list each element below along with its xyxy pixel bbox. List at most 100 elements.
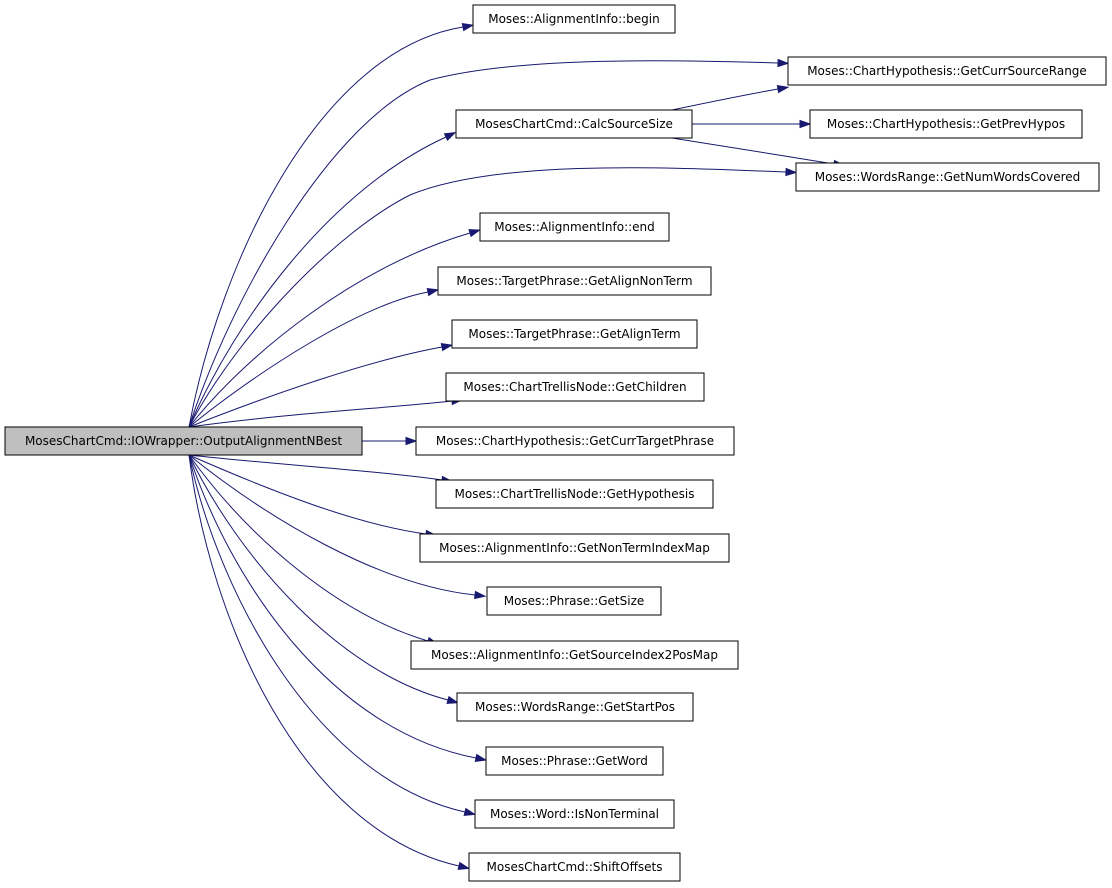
node-srcidx[interactable]: Moses::AlignmentInfo::GetSourceIndex2Pos… (410, 640, 739, 670)
edge-line (671, 88, 779, 111)
edge-root-to-n_startpos (188, 454, 460, 704)
edge-line (188, 454, 476, 596)
nodes-layer: MosesChartCmd::IOWrapper::OutputAlignmen… (4, 4, 1107, 882)
node-alignnonterm[interactable]: Moses::TargetPhrase::GetAlignNonTerm (437, 266, 712, 296)
node-alignterm[interactable]: Moses::TargetPhrase::GetAlignTerm (451, 319, 698, 349)
node-label: Moses::TargetPhrase::GetAlignTerm (468, 327, 680, 341)
edge-line (188, 454, 443, 481)
node-gethyp[interactable]: Moses::ChartTrellisNode::GetHypothesis (435, 479, 714, 509)
edge-root-to-n_calc (188, 132, 457, 428)
edge-line (188, 291, 429, 428)
node-box[interactable] (419, 533, 730, 563)
node-box[interactable] (456, 692, 694, 722)
node-box[interactable] (809, 109, 1083, 139)
node-box[interactable] (474, 799, 675, 829)
node-label: Moses::AlignmentInfo::begin (488, 12, 660, 26)
edge-root-to-n_nontermidx (188, 454, 438, 539)
node-label: Moses::ChartHypothesis::GetPrevHypos (827, 117, 1065, 131)
edge-n_calc-to-n_currsrc (671, 84, 790, 111)
node-prevhypos[interactable]: Moses::ChartHypothesis::GetPrevHypos (809, 109, 1083, 139)
node-label: Moses::WordsRange::GetNumWordsCovered (815, 170, 1081, 184)
node-box[interactable] (451, 319, 698, 349)
edge-root-to-n_alignterm (188, 342, 454, 428)
node-box[interactable] (472, 4, 676, 34)
node-startpos[interactable]: Moses::WordsRange::GetStartPos (456, 692, 694, 722)
node-calc[interactable]: MosesChartCmd::CalcSourceSize (455, 109, 693, 139)
root-node[interactable]: MosesChartCmd::IOWrapper::OutputAlignmen… (4, 426, 363, 456)
edge-root-to-n_currtarget (362, 436, 418, 446)
edge-line (188, 400, 453, 428)
edge-root-to-n_getsize (188, 454, 487, 600)
arrowhead (785, 167, 798, 177)
edge-root-to-n_gethyp (188, 454, 454, 485)
node-begin[interactable]: Moses::AlignmentInfo::begin (472, 4, 676, 34)
edge-root-to-n_begin (188, 22, 475, 428)
node-box[interactable] (468, 852, 681, 882)
node-currtarget[interactable]: Moses::ChartHypothesis::GetCurrTargetPhr… (415, 426, 735, 456)
node-label: Moses::ChartHypothesis::GetCurrTargetPhr… (436, 434, 714, 448)
node-box[interactable] (4, 426, 363, 456)
node-box[interactable] (415, 426, 735, 456)
edge-line (188, 136, 447, 428)
node-box[interactable] (479, 212, 670, 242)
node-label: Moses::ChartHypothesis::GetCurrSourceRan… (807, 64, 1087, 78)
node-getsize[interactable]: Moses::Phrase::GetSize (486, 586, 662, 616)
node-label: Moses::Phrase::GetWord (501, 754, 648, 768)
node-box[interactable] (455, 109, 693, 139)
arrowhead (799, 119, 812, 129)
edge-line (188, 454, 427, 535)
node-label: Moses::ChartTrellisNode::GetHypothesis (455, 487, 695, 501)
edge-line (671, 137, 835, 165)
node-box[interactable] (410, 640, 739, 670)
edge-line (188, 454, 460, 867)
arrowhead (468, 229, 482, 238)
edge-line (188, 26, 464, 428)
node-isnonterm[interactable]: Moses::Word::IsNonTerminal (474, 799, 675, 829)
edges-layer (188, 22, 846, 870)
edge-root-to-n_getword (188, 454, 488, 763)
edge-n_calc-to-n_prevhypos (692, 119, 812, 129)
node-box[interactable] (486, 586, 662, 616)
node-box[interactable] (787, 56, 1107, 86)
edge-line (188, 454, 477, 759)
node-box[interactable] (437, 266, 712, 296)
node-box[interactable] (435, 479, 714, 509)
node-numwords[interactable]: Moses::WordsRange::GetNumWordsCovered (795, 162, 1100, 192)
node-box[interactable] (485, 746, 664, 776)
node-label: Moses::Phrase::GetSize (504, 594, 645, 608)
edge-line (188, 232, 471, 428)
arrowhead (473, 590, 487, 600)
node-end[interactable]: Moses::AlignmentInfo::end (479, 212, 670, 242)
node-getword[interactable]: Moses::Phrase::GetWord (485, 746, 664, 776)
node-label: Moses::AlignmentInfo::GetNonTermIndexMap (439, 541, 710, 555)
node-nontermidx[interactable]: Moses::AlignmentInfo::GetNonTermIndexMap (419, 533, 730, 563)
arrowhead (426, 288, 440, 297)
arrowhead (457, 861, 471, 870)
node-box[interactable] (795, 162, 1100, 192)
node-label: Moses::TargetPhrase::GetAlignNonTerm (456, 274, 692, 288)
node-children[interactable]: Moses::ChartTrellisNode::GetChildren (445, 372, 705, 402)
node-label: Moses::WordsRange::GetStartPos (475, 700, 675, 714)
arrowhead (443, 132, 457, 142)
node-box[interactable] (445, 372, 705, 402)
arrowhead (463, 807, 477, 816)
node-shift[interactable]: MosesChartCmd::ShiftOffsets (468, 852, 681, 882)
arrowhead (440, 342, 454, 352)
node-label: Moses::ChartTrellisNode::GetChildren (463, 380, 686, 394)
arrowhead (474, 753, 488, 763)
edge-root-to-n_shift (188, 454, 471, 870)
edge-line (188, 454, 429, 642)
arrowhead (405, 436, 418, 446)
edge-line (188, 167, 787, 428)
node-currsrc[interactable]: Moses::ChartHypothesis::GetCurrSourceRan… (787, 56, 1107, 86)
node-label: Moses::Word::IsNonTerminal (490, 807, 659, 821)
node-label: MosesChartCmd::IOWrapper::OutputAlignmen… (25, 434, 342, 448)
node-label: Moses::AlignmentInfo::end (494, 220, 655, 234)
edge-line (188, 60, 779, 428)
edge-root-to-n_children (188, 396, 464, 428)
node-label: MosesChartCmd::CalcSourceSize (475, 117, 673, 131)
edge-root-to-n_alignnonterm (188, 288, 440, 428)
edge-root-to-n_numwords (188, 167, 798, 428)
edge-line (188, 454, 466, 813)
arrowhead (776, 84, 790, 94)
